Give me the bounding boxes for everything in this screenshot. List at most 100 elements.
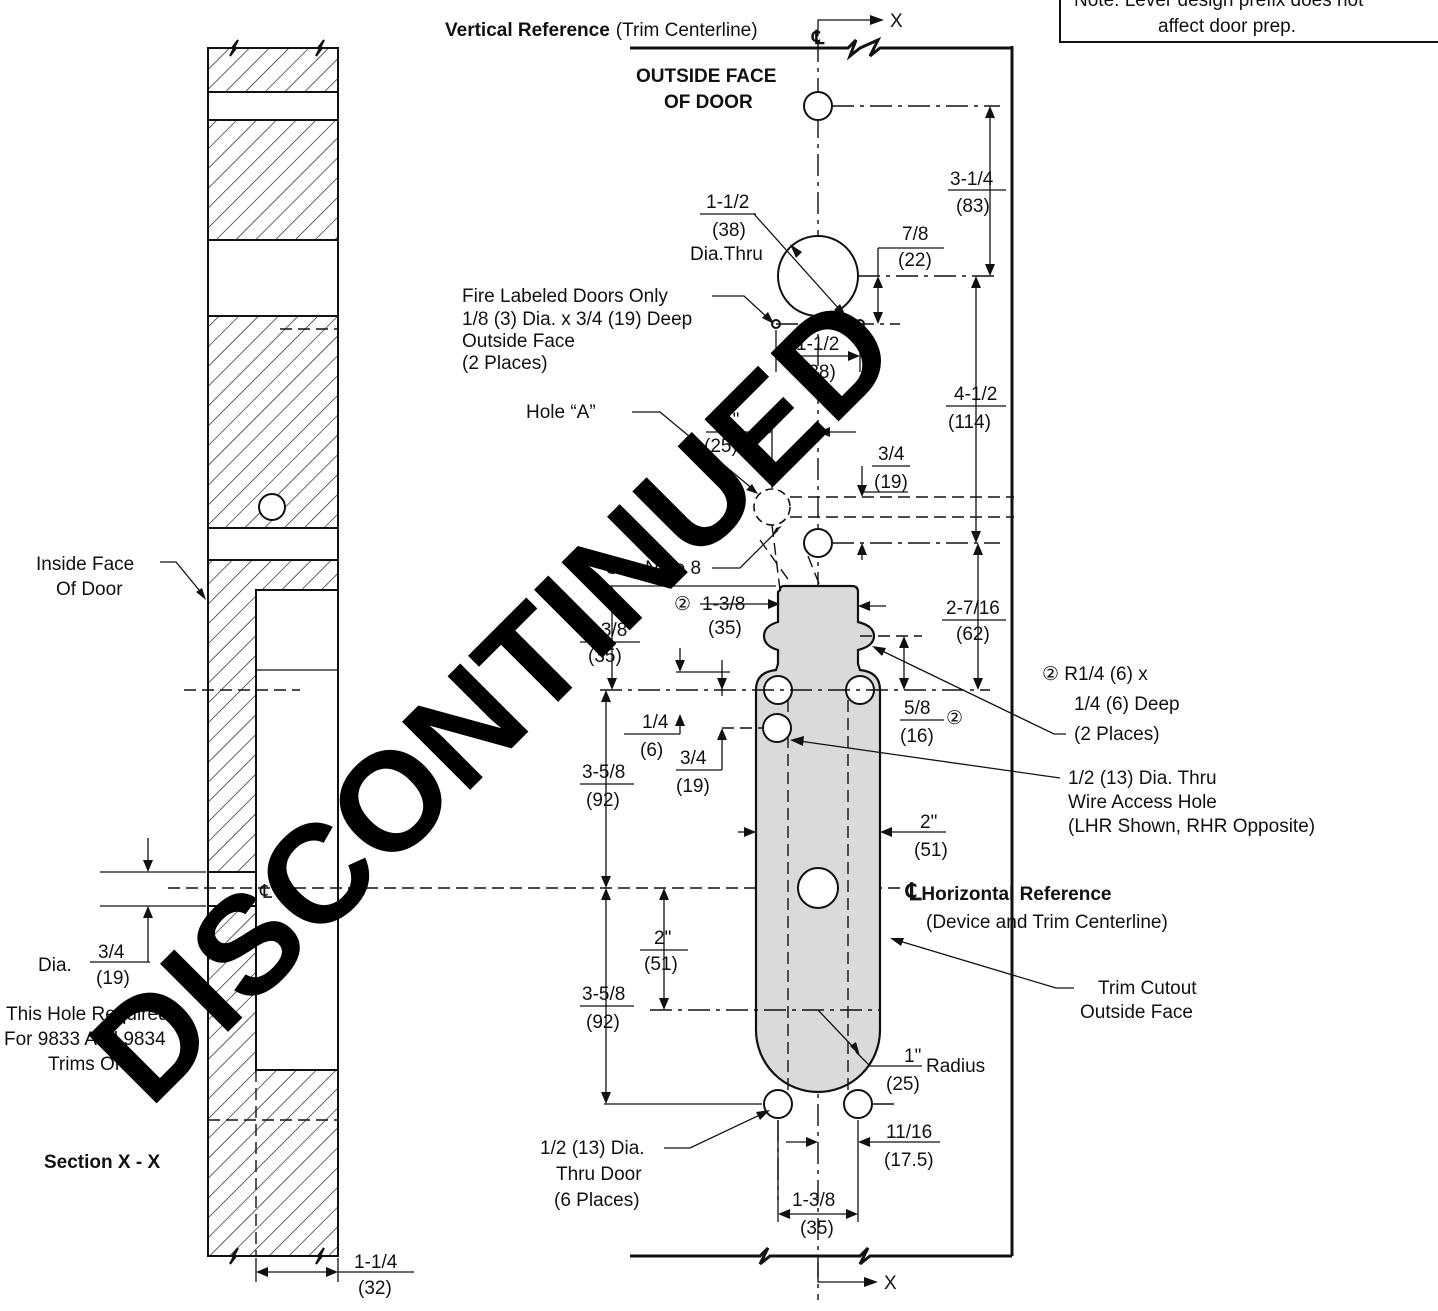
see-note-label: See Note 8 [606, 558, 701, 579]
dim-2-7-16-mm: (62) [956, 624, 990, 645]
dim-1-3-8c-mm: (35) [800, 1218, 834, 1239]
section-marker-bottom: X [817, 1262, 897, 1294]
fire-label-3: Outside Face [462, 331, 575, 352]
dim-11-16-in: 11/16 [886, 1122, 932, 1143]
dim-1-4-in: 1/4 [642, 712, 669, 733]
trim-cutout [754, 584, 882, 1094]
fire-label-4: (2 Places) [462, 353, 548, 374]
callout-labels: Fire Labeled Doors Only 1/8 (3) Dia. x 3… [462, 286, 1315, 1211]
section-label: Section X - X [44, 1152, 160, 1173]
section-marker-bottom-x: X [884, 1273, 897, 1294]
section-view: Section X - X ℄ [44, 39, 339, 1265]
inside-face-callout: Inside Face Of Door [36, 554, 206, 600]
wire-note-1: 1/2 (13) Dia. Thru [1068, 768, 1217, 789]
dim-3-4b-mm: (19) [676, 776, 710, 797]
dim-1in-r-mm: (25) [886, 1074, 920, 1095]
dim-1-3-8b-in: 1-3/8 [584, 620, 627, 641]
dim-2in-b-mm: (51) [644, 954, 678, 975]
dim-3-5-8a-mm: (92) [586, 790, 620, 811]
dim-11-16-mm: (17.5) [884, 1150, 934, 1171]
hole-38-label-2: (38) [712, 220, 746, 241]
dim-2in-b-in: 2" [654, 928, 671, 949]
dim-1-3-8a-in: 1-3/8 [702, 594, 745, 615]
vertical-centerline-symbol: ℄ [811, 28, 825, 49]
thru-label-1: 1/2 (13) Dia. [540, 1138, 645, 1159]
note-box: Note: Lever design prefix does not affec… [1059, 0, 1438, 43]
req-note-2: For 9833 And 9834 [4, 1029, 166, 1050]
dim-3-5-8b-in: 3-5/8 [582, 984, 625, 1005]
dim-3-5-8b-mm: (92) [586, 1012, 620, 1033]
dim-1in-in: 1" [722, 410, 739, 431]
req-note-3: Trims Only [48, 1054, 140, 1075]
dim-3-5-8a-in: 3-5/8 [582, 762, 625, 783]
dim-5-8-in: 5/8 [904, 698, 930, 719]
inside-face-label-2: Of Door [56, 579, 123, 600]
dim-2-7-16-in: 2-7/16 [946, 598, 1000, 619]
radius-note-1: ② R1/4 (6) x [1042, 664, 1148, 685]
bottom-hole-left [763, 1089, 793, 1119]
vertical-reference-label: Vertical Reference(Trim Centerline) [445, 20, 758, 41]
bottom-hole-right [843, 1089, 873, 1119]
dim-3-4c-mm: (19) [96, 968, 130, 989]
dim-3-1-4-in: 3-1/4 [950, 169, 994, 190]
dim-7-8-in: 7/8 [902, 224, 928, 245]
section-width-dimension: 1-1/4 (32) [255, 1252, 414, 1299]
fire-label-1: Fire Labeled Doors Only [462, 286, 668, 307]
wire-note-2: Wire Access Hole [1068, 792, 1217, 813]
radius-note-2: 1/4 (6) Deep [1074, 694, 1180, 715]
horizontal-reference-sub: (Device and Trim Centerline) [926, 912, 1168, 933]
dim-2in-a-mm: (51) [914, 840, 948, 861]
section-dia-label: Dia. [38, 955, 72, 976]
inside-face-label-1: Inside Face [36, 554, 134, 575]
dim-1-1-2-mm: (38) [802, 362, 836, 383]
section-dia-dimension: Dia. 3/4 (19) This Hole Required For 983… [4, 838, 206, 1075]
dim-3-4c-in: 3/4 [98, 942, 125, 963]
req-note-1: This Hole Required [6, 1004, 169, 1025]
note-line-2: affect door prep. [1158, 16, 1296, 37]
trim-cutout-label-2: Outside Face [1080, 1002, 1193, 1023]
section-hole [258, 493, 286, 521]
top-hole [803, 91, 833, 121]
note-line-1: Note: Lever design prefix does not [1074, 0, 1364, 11]
dim-1-1-4-in: 1-1/4 [354, 1252, 398, 1273]
wire-access-hole [762, 713, 792, 743]
dim-3-1-4-mm: (83) [956, 196, 990, 217]
thru-label-3: (6 Places) [554, 1190, 640, 1211]
outside-face-label-2: OF DOOR [664, 92, 753, 113]
dim-1-3-8a-mm: (35) [708, 618, 742, 639]
upper-mid-hole [803, 528, 833, 558]
fire-label-2: 1/8 (3) Dia. x 3/4 (19) Deep [462, 309, 692, 330]
thru-label-2: Thru Door [556, 1164, 642, 1185]
section-centerline-symbol: ℄ [259, 882, 273, 903]
hole-38-label-1: 1-1/2 [706, 192, 749, 213]
dim-3-4b-in: 3/4 [680, 748, 707, 769]
dim-3-4a-mm: (19) [874, 472, 908, 493]
wire-note-3: (LHR Shown, RHR Opposite) [1068, 816, 1315, 837]
dim-4-1-2-in: 4-1/2 [954, 384, 997, 405]
radius-label: Radius [926, 1056, 985, 1077]
dim-1-1-4-mm: (32) [358, 1278, 392, 1299]
dim-1-4-mm: (6) [640, 740, 663, 761]
center-hole [797, 867, 839, 909]
trim-cutout-label-1: Trim Cutout [1098, 978, 1197, 999]
door-face-view: OUTSIDE FACE OF DOOR [630, 36, 1014, 1266]
dim-1in-mm: (25) [704, 436, 738, 457]
dim-3-4a-in: 3/4 [878, 444, 905, 465]
dim-5-8-mm: (16) [900, 726, 934, 747]
dim-1-1-2-in: 1-1/2 [796, 334, 839, 355]
section-marker-top-x: X [890, 11, 903, 32]
dim-4-1-2-mm: (114) [948, 412, 991, 433]
dimension-lines [600, 105, 1014, 1222]
dim-1-3-8b-mm: (35) [588, 646, 622, 667]
section-marker-top: X [817, 11, 903, 36]
outside-face-label-1: OUTSIDE FACE [636, 66, 776, 87]
dimension-labels: 3-1/4 (83) 7/8 (22) 1-1/2 (38) Dia.Thru … [580, 169, 1006, 1239]
dim-1in-r-in: 1" [904, 1046, 921, 1067]
circle2-top: ② [674, 594, 691, 615]
dim-7-8-mm: (22) [898, 250, 932, 271]
dim-2in-a-in: 2" [920, 812, 937, 833]
circle2-right: ② [946, 708, 963, 729]
hole-a-label: Hole “A” [526, 402, 596, 423]
hole-38-label-3: Dia.Thru [690, 244, 763, 265]
